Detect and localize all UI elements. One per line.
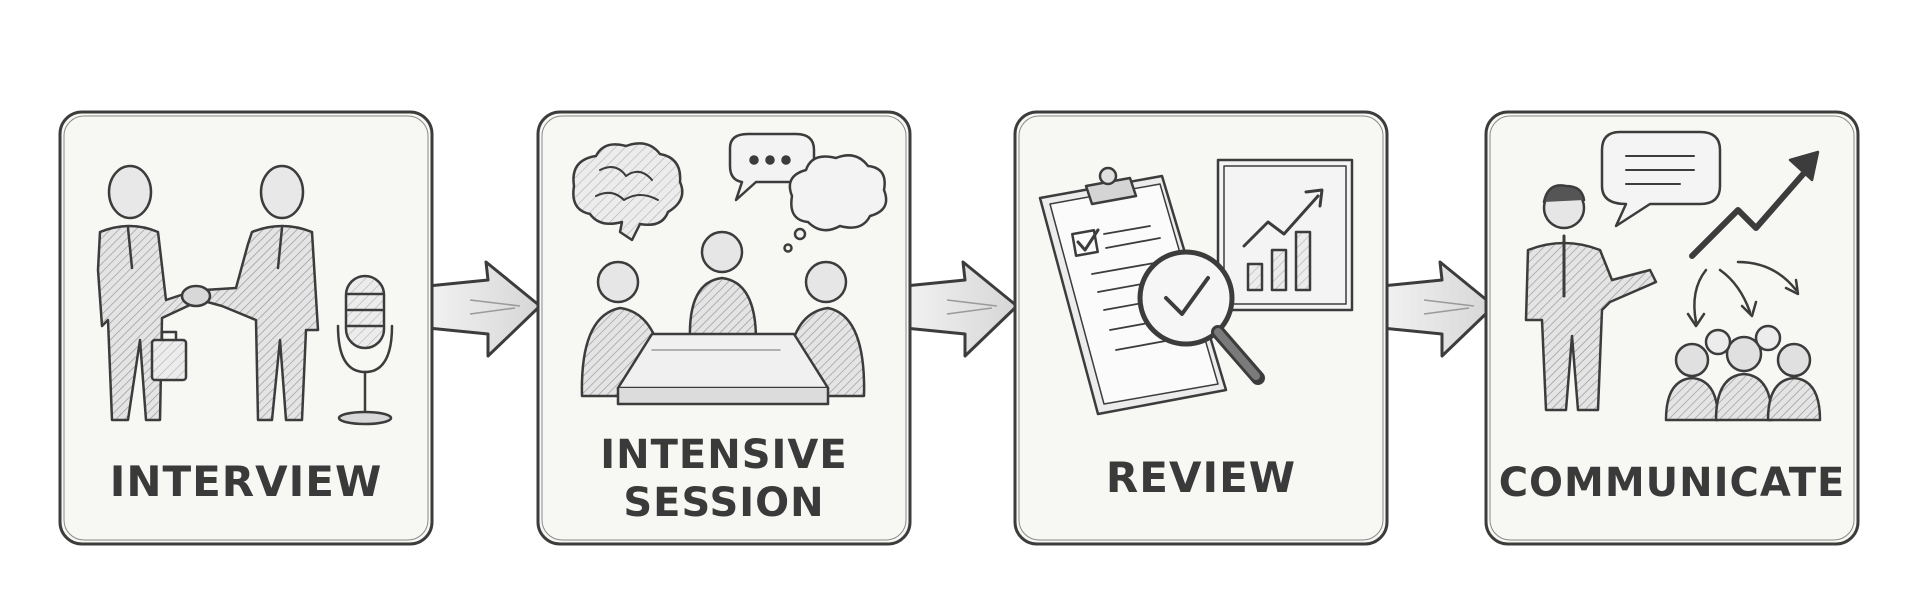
step-label-intensive-session: INTENSIVE — [600, 432, 847, 478]
arrow-right-icon — [1380, 260, 1496, 358]
step-card-interview: INTERVIEW — [58, 110, 434, 546]
step-label-interview: INTERVIEW — [110, 457, 383, 506]
arrow-right-icon — [903, 260, 1019, 358]
handshake-microphone-icon — [96, 164, 394, 426]
step-label-communicate: COMMUNICATE — [1499, 460, 1846, 506]
clipboard-magnifier-chart-icon — [1038, 158, 1354, 416]
step-label-review: REVIEW — [1106, 453, 1296, 502]
brainstorm-meeting-icon — [572, 132, 888, 406]
presenter-audience-icon — [1524, 130, 1822, 422]
step-card-intensive-session: INTENSIVE SESSION — [536, 110, 912, 546]
step-card-communicate: COMMUNICATE — [1484, 110, 1860, 546]
step-card-review: REVIEW — [1013, 110, 1389, 546]
step-label-intensive-session-line2: SESSION — [623, 480, 824, 526]
arrow-right-icon — [426, 260, 542, 358]
